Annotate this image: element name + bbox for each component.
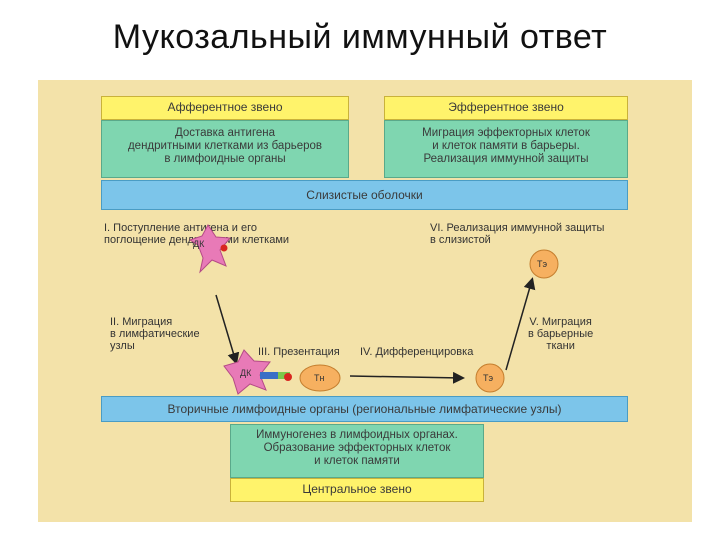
step-6-label: VI. Реализация иммунной защиты в слизист… xyxy=(430,222,604,246)
cells-and-arrows: ДК ДК Тн Тэ Тэ xyxy=(188,224,559,395)
step-4-label: IV. Дифференцировка xyxy=(360,346,474,358)
tcr-complex xyxy=(278,372,290,379)
te-mid-label: Тэ xyxy=(483,373,493,383)
secondary-lymphoid-label: Вторичные лимфоидные органы (региональны… xyxy=(167,402,562,416)
step-2-line-2: в лимфатические xyxy=(110,328,200,340)
central-footer-box: Центральное звено xyxy=(230,478,484,502)
te-top-label: Тэ xyxy=(537,259,547,269)
th-cell: Тн xyxy=(299,364,341,392)
step-2-line-3: узлы xyxy=(110,340,135,352)
afferent-line-1: Доставка антигена xyxy=(174,127,276,139)
step-1-label: I. Поступление антигена и его поглощение… xyxy=(104,222,289,246)
step-5-line-1: V. Миграция xyxy=(529,316,592,328)
migration-arrow-to-node xyxy=(215,294,240,365)
afferent-line-2: дендритными клетками из барьеров xyxy=(127,140,323,152)
afferent-header: Афферентное звено xyxy=(167,100,283,114)
central-footer: Центральное звено xyxy=(302,482,412,496)
migration-arrow-to-barrier xyxy=(505,277,536,371)
step-1-line-1: I. Поступление антигена и его xyxy=(104,222,257,234)
efferent-line-3: Реализация иммунной защиты xyxy=(423,153,589,165)
dendritic-cell-bottom: ДК xyxy=(223,349,292,395)
step-6-line-2: в слизистой xyxy=(430,234,491,246)
central-line-1: Иммуногенез в лимфоидных органах. xyxy=(256,429,458,441)
dendritic-cell-top: ДК xyxy=(188,224,232,274)
step-5-line-3: ткани xyxy=(546,340,575,352)
efferent-line-2: и клеток памяти в барьеры. xyxy=(432,140,580,152)
mucosa-label: Слизистые оболочки xyxy=(306,188,423,202)
diagram-panel: Афферентное звено Доставка антигена денд… xyxy=(38,80,692,522)
afferent-line-3: в лимфоидные органы xyxy=(164,153,286,165)
central-body-box: Иммуногенез в лимфоидных органах. Образо… xyxy=(230,424,484,478)
step-5-line-2: в барьерные xyxy=(528,328,594,340)
differentiation-arrow xyxy=(349,371,465,384)
efferent-header: Эфферентное звено xyxy=(448,100,564,114)
afferent-header-box: Афферентное звено xyxy=(101,96,349,120)
step-6-line-1: VI. Реализация иммунной защиты xyxy=(430,222,605,234)
dc-top-label: ДК xyxy=(193,239,205,249)
central-line-3: и клеток памяти xyxy=(314,455,400,467)
step-3-label: III. Презентация xyxy=(258,346,340,358)
mucosa-bar: Слизистые оболочки xyxy=(101,180,628,210)
afferent-body-box: Доставка антигена дендритными клетками и… xyxy=(101,120,349,178)
step-5-label: V. Миграция в барьерные ткани xyxy=(528,316,593,352)
efferent-header-box: Эфферентное звено xyxy=(384,96,628,120)
mhc-complex xyxy=(260,372,278,379)
efferent-body-box: Миграция эффекторных клеток и клеток пам… xyxy=(384,120,628,178)
efferent-line-1: Миграция эффекторных клеток xyxy=(422,127,590,139)
step-2-line-1: II. Миграция xyxy=(110,316,173,328)
antigen-dot-presented xyxy=(284,373,292,381)
slide-title: Мукозальный иммунный ответ xyxy=(112,18,608,56)
central-line-2: Образование эффекторных клеток xyxy=(263,442,451,454)
secondary-lymphoid-bar: Вторичные лимфоидные органы (региональны… xyxy=(101,396,628,422)
step-2-label: II. Миграция в лимфатические узлы xyxy=(110,316,200,352)
dc-bottom-label: ДК xyxy=(240,368,252,378)
th-label: Тн xyxy=(314,373,324,383)
te-cell-top: Тэ xyxy=(529,249,559,279)
te-cell-middle: Тэ xyxy=(475,363,505,393)
antigen-dot-top xyxy=(220,244,228,252)
